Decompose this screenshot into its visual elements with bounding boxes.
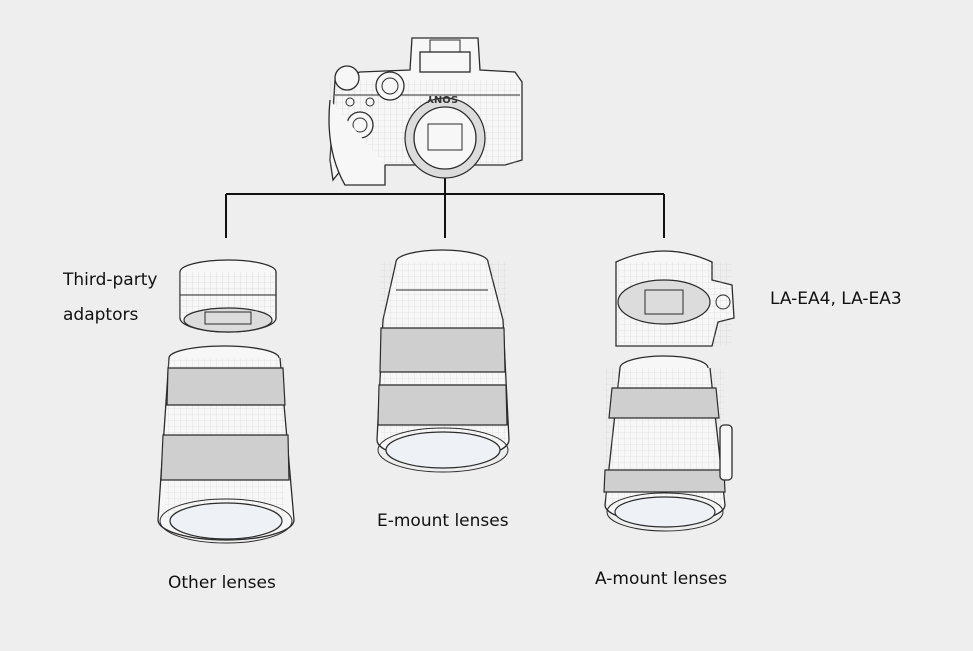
third-party-adaptors-label-line1: Third-party — [63, 270, 158, 290]
e-mount-lenses-label: E-mount lenses — [377, 511, 509, 531]
connector-lines — [225, 165, 665, 238]
la-ea-adaptor-illustration — [615, 250, 735, 347]
a-mount-lenses-label: A-mount lenses — [595, 569, 728, 589]
la-ea-adaptor-label: LA-EA4, LA-EA3 — [770, 289, 902, 309]
other-lenses-label: Other lenses — [168, 573, 276, 593]
e-mount-lens-illustration — [376, 249, 510, 473]
third-party-adaptor-illustration — [179, 259, 277, 333]
camera-body-illustration: SONY — [328, 37, 523, 186]
camera-brand-text: SONY — [426, 93, 458, 104]
third-party-adaptors-label-line2: adaptors — [63, 305, 139, 325]
other-lens-illustration — [157, 345, 295, 544]
a-mount-lens-illustration — [603, 355, 733, 532]
